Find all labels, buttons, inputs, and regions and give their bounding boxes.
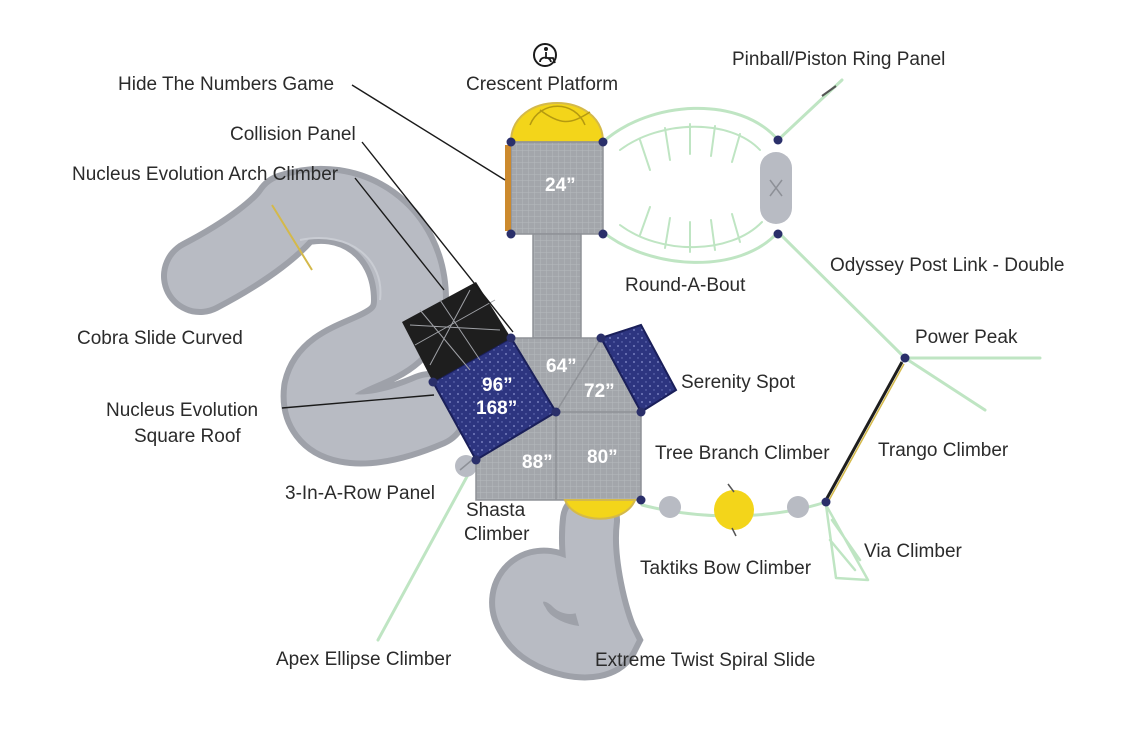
deck-label-96: 96” xyxy=(482,375,513,396)
label-shasta-climber-line2: Climber xyxy=(464,524,530,545)
deck-label-64: 64” xyxy=(546,356,577,377)
label-collision-panel: Collision Panel xyxy=(230,124,356,145)
deck-walkway xyxy=(532,233,582,339)
three-in-a-row-panel-shape xyxy=(455,455,477,477)
post-markers xyxy=(428,135,910,507)
power-peak xyxy=(903,356,1042,412)
label-hide-the-numbers-game: Hide The Numbers Game xyxy=(118,74,334,95)
label-crescent-platform: Crescent Platform xyxy=(466,74,618,95)
deck-label-80: 80” xyxy=(587,447,618,468)
label-nucleus-evolution-square-roof-line2: Square Roof xyxy=(134,426,241,447)
label-power-peak: Power Peak xyxy=(915,327,1018,348)
shasta-climber-shape xyxy=(563,499,637,520)
label-three-in-a-row-panel: 3-In-A-Row Panel xyxy=(285,483,435,504)
label-via-climber: Via Climber xyxy=(864,541,963,562)
via-climber xyxy=(824,503,870,582)
apex-ellipse-climber xyxy=(376,458,478,642)
extreme-twist-spiral-slide xyxy=(489,490,644,681)
trango-climber xyxy=(824,361,905,503)
label-extreme-twist-spiral-slide: Extreme Twist Spiral Slide xyxy=(595,650,815,671)
label-trango-climber: Trango Climber xyxy=(878,440,1009,461)
label-pinball-piston-ring-panel: Pinball/Piston Ring Panel xyxy=(732,49,945,70)
label-taktiks-bow-climber: Taktiks Bow Climber xyxy=(640,558,812,579)
nucleus-evolution-arch-climber-shape xyxy=(402,282,511,382)
label-nucleus-evolution-square-roof-line1: Nucleus Evolution xyxy=(106,400,258,421)
pinball-piston-ring-panel xyxy=(776,78,844,142)
leader-lines xyxy=(281,84,514,409)
deck-label-24: 24” xyxy=(545,175,576,196)
taktiks-bow-climber xyxy=(640,483,828,537)
wheelchair-accessible-icon xyxy=(533,43,557,67)
serenity-spot-roof xyxy=(599,323,678,414)
deck-label-168: 168” xyxy=(476,398,517,419)
round-a-bout xyxy=(601,106,780,264)
label-cobra-slide-curved: Cobra Slide Curved xyxy=(77,328,243,349)
label-serenity-spot: Serenity Spot xyxy=(681,372,796,393)
deck-label-72: 72” xyxy=(584,381,615,402)
label-odyssey-post-link-double: Odyssey Post Link - Double xyxy=(830,255,1064,276)
crescent-platform-shape xyxy=(509,102,605,143)
label-nucleus-evolution-arch-climber: Nucleus Evolution Arch Climber xyxy=(72,164,339,185)
deck-label-88: 88” xyxy=(522,452,553,473)
label-round-a-bout: Round-A-Bout xyxy=(625,275,746,296)
label-apex-ellipse-climber: Apex Ellipse Climber xyxy=(276,649,452,670)
cobra-slide-curved xyxy=(161,165,469,467)
label-shasta-climber-line1: Shasta xyxy=(466,500,526,521)
label-tree-branch-climber: Tree Branch Climber xyxy=(655,443,830,464)
odyssey-post-link-double xyxy=(760,152,907,360)
